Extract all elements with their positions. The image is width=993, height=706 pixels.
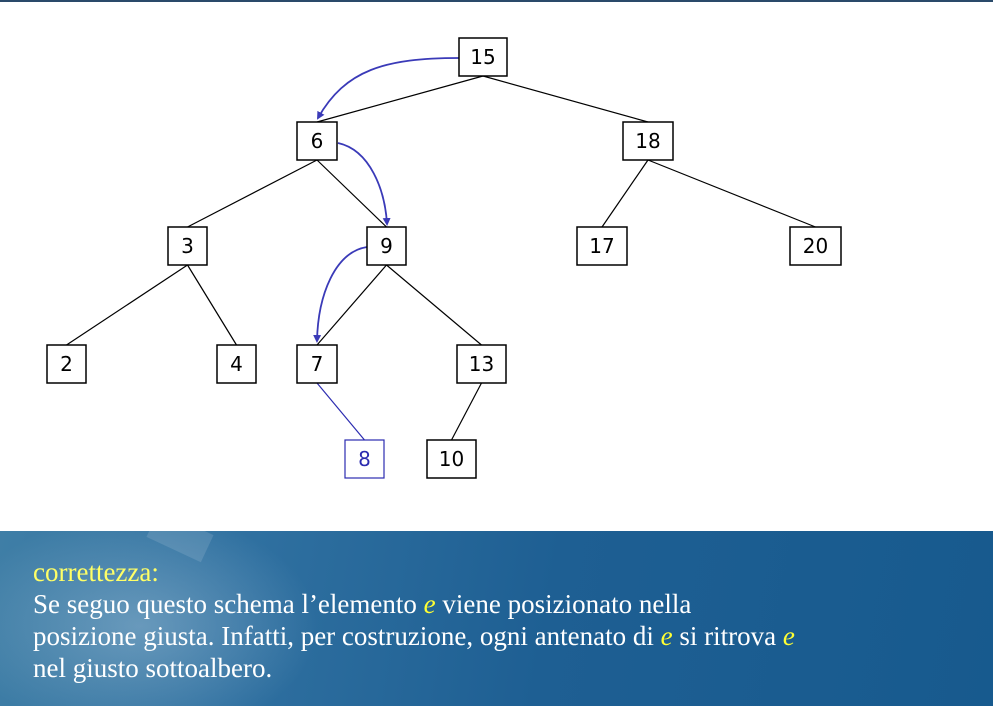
node-box <box>426 439 477 479</box>
node-label: 6 <box>311 129 324 153</box>
line2-before: posizione giusta. Infatti, per costruzio… <box>33 621 661 651</box>
tree-node-7: 7 <box>296 344 338 384</box>
node-box <box>622 121 674 161</box>
edge-n3-n2 <box>66 264 188 346</box>
nodes-layer: 15 6 18 3 9 17 20 2 4 7 13 8 10 <box>46 37 842 479</box>
node-box <box>296 344 338 384</box>
tree-node-13: 13 <box>456 344 507 384</box>
tree-node-2: 2 <box>46 344 87 384</box>
node-box <box>296 121 338 161</box>
panel-heading: correttezza: <box>33 557 159 587</box>
edge-n9-n13 <box>386 264 482 346</box>
correctness-panel: correttezza: Se seguo questo schema l’el… <box>0 531 993 706</box>
line1-before: Se seguo questo schema l’elemento <box>33 589 424 619</box>
node-box <box>789 226 842 266</box>
node-box <box>344 439 385 479</box>
tree-node-4: 4 <box>216 344 257 384</box>
node-label: 9 <box>380 234 393 258</box>
edge-n9-n7 <box>316 264 387 346</box>
edge-n18-n17 <box>601 159 649 228</box>
bst-diagram: 15 6 18 3 9 17 20 2 4 7 13 8 10 <box>46 37 842 479</box>
node-label: 18 <box>635 129 660 153</box>
panel-line-2: posizione giusta. Infatti, per costruzio… <box>33 620 983 652</box>
element-e-1: e <box>423 589 436 619</box>
node-label: 2 <box>60 352 73 376</box>
node-label: 7 <box>311 352 324 376</box>
edge-n6-n9 <box>316 159 387 228</box>
edge-n15-n18 <box>482 75 649 123</box>
edge-n13-n10 <box>450 382 483 441</box>
node-label: 4 <box>230 352 243 376</box>
line2-mid: si ritrova <box>672 621 783 651</box>
node-label: 3 <box>181 234 194 258</box>
panel-glow <box>0 531 320 706</box>
node-label: 20 <box>803 234 828 258</box>
search-path-layer <box>313 57 460 343</box>
tree-node-9: 9 <box>366 226 407 266</box>
node-box <box>46 344 87 384</box>
node-box <box>167 226 208 266</box>
panel-line-1: Se seguo questo schema l’elemento e vien… <box>33 588 983 620</box>
panel-line-3: nel giusto sottoalbero. <box>33 653 273 683</box>
node-label: 13 <box>469 352 494 376</box>
search-arrow-n9-n7 <box>313 246 368 343</box>
tree-node-3: 3 <box>167 226 208 266</box>
element-e-3: e <box>782 621 795 651</box>
node-label: 15 <box>470 45 495 69</box>
tree-node-20: 20 <box>789 226 842 266</box>
tree-node-18: 18 <box>622 121 674 161</box>
top-rule <box>0 0 993 2</box>
tree-node-8: 8 <box>344 439 385 479</box>
tree-node-15: 15 <box>458 37 508 77</box>
node-box <box>456 344 507 384</box>
search-arrow-n6-n9 <box>337 142 391 226</box>
node-box <box>216 344 257 384</box>
tree-node-10: 10 <box>426 439 477 479</box>
element-e-2: e <box>660 621 673 651</box>
edge-n15-n6 <box>316 75 484 123</box>
search-arrow-n15-n6 <box>317 57 460 120</box>
tree-node-6: 6 <box>296 121 338 161</box>
line1-after: viene posizionato nella <box>435 589 692 619</box>
node-label: 17 <box>589 234 614 258</box>
edge-n18-n20 <box>647 159 816 228</box>
node-box <box>366 226 407 266</box>
edge-n7-n8 <box>316 382 365 441</box>
edge-n3-n4 <box>186 264 238 346</box>
panel-text: correttezza: Se seguo questo schema l’el… <box>33 556 983 684</box>
edge-n6-n3 <box>187 159 318 228</box>
node-label: 10 <box>439 447 464 471</box>
edges-layer <box>66 75 816 441</box>
node-label: 8 <box>358 447 371 471</box>
tree-node-17: 17 <box>576 226 628 266</box>
node-box <box>458 37 508 77</box>
node-box <box>576 226 628 266</box>
